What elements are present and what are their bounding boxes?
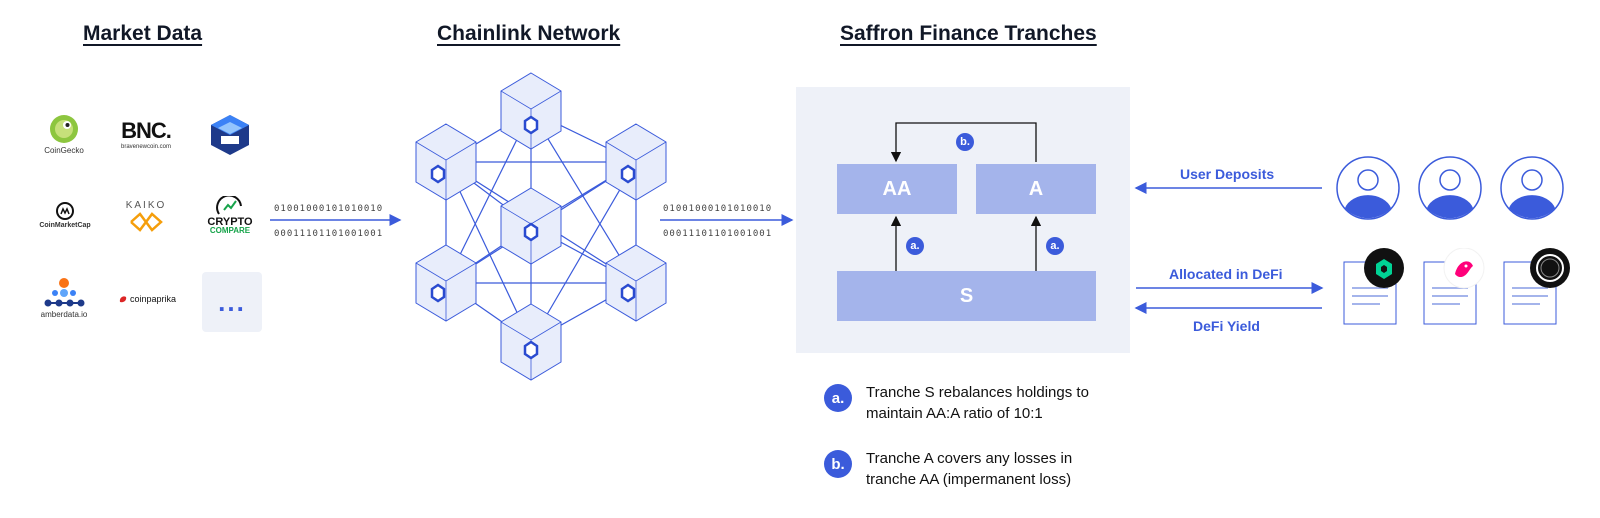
network-node-center	[500, 187, 562, 265]
network-node-upper-right	[605, 123, 667, 201]
bravenewcoin-logo: BNC. bravenewcoin.com	[114, 118, 178, 150]
market-data-heading: Market Data	[83, 22, 203, 45]
tranche-aa-box: AA	[837, 164, 957, 214]
binary-stream-left-2: 00011101101001001	[274, 229, 384, 239]
more-sources-ellipsis: ...	[218, 286, 246, 317]
network-node-lower-right	[605, 244, 667, 322]
coinpaprika-logo: coinpaprika	[110, 294, 184, 304]
defi-protocols-group	[1343, 248, 1570, 325]
chainlink-icon	[620, 164, 636, 184]
arrow-a-covers-aa	[890, 122, 1037, 163]
note-a-badge: a.	[824, 384, 852, 412]
coinpaprika-label: coinpaprika	[129, 294, 177, 304]
bnc-sub: bravenewcoin.com	[120, 144, 172, 150]
amberdata-logo: amberdata.io	[34, 278, 94, 319]
tranche-a-box: A	[976, 164, 1096, 214]
saffron-tranches-heading: Saffron Finance Tranches	[840, 22, 1097, 45]
paprika-icon	[119, 296, 127, 303]
user-avatar-icon	[1336, 156, 1400, 220]
cryptocompare-icon	[216, 196, 242, 215]
coingecko-label: CoinGecko	[44, 146, 84, 155]
cube-brand-icon	[211, 115, 249, 155]
chainlink-icon	[620, 283, 636, 303]
chainlink-icon	[523, 115, 539, 135]
note-b-badge: b.	[824, 450, 852, 478]
coinmarketcap-logo: CoinMarketCap	[30, 202, 100, 229]
tranche-panel: b. AA A a. a. S	[796, 87, 1130, 353]
curve-logo-icon	[1530, 248, 1570, 288]
coinmarketcap-icon	[56, 202, 74, 220]
chainlink-icon	[523, 222, 539, 242]
amberdata-label: amberdata.io	[40, 310, 88, 319]
user-avatar-icon	[1418, 156, 1482, 220]
defi-yield-label: DeFi Yield	[1193, 318, 1260, 334]
coinmarketcap-label: CoinMarketCap	[39, 222, 91, 229]
binary-stream-right-2: 00011101101001001	[663, 229, 773, 239]
users-group	[1336, 156, 1564, 220]
user-deposits-label: User Deposits	[1180, 166, 1275, 182]
exchange-cube-logo	[208, 114, 252, 156]
chainlink-network-heading: Chainlink Network	[437, 22, 621, 45]
badge-b-top: b.	[956, 133, 974, 151]
network-node-upper-left	[415, 123, 477, 201]
network-node-lower-left	[415, 244, 477, 322]
chainlink-icon	[430, 283, 446, 303]
more-sources-box: ...	[202, 272, 262, 332]
badge-a-left: a.	[906, 237, 924, 255]
cryptocompare-label-2: COMPARE	[209, 226, 251, 235]
network-node-top	[500, 72, 562, 150]
amberdata-icon	[44, 278, 85, 307]
note-a: a. Tranche S rebalances holdings to main…	[824, 382, 1126, 424]
binary-stream-left-1: 01001000101010010	[274, 204, 384, 214]
note-a-text: Tranche S rebalances holdings to maintai…	[866, 384, 1089, 422]
kaiko-logo: KAIKO	[120, 200, 172, 233]
note-b-text: Tranche A covers any losses in tranche A…	[866, 450, 1073, 488]
chainlink-icon	[523, 340, 539, 360]
chainlink-icon	[430, 164, 446, 184]
uniswap-logo-icon	[1443, 248, 1485, 289]
bnc-mark: BNC.	[121, 118, 172, 143]
compound-logo-icon	[1364, 248, 1404, 288]
tranche-s-box: S	[837, 271, 1096, 321]
kaiko-label: KAIKO	[125, 200, 167, 211]
network-node-bottom	[500, 303, 562, 381]
user-avatar-icon	[1500, 156, 1564, 220]
allocated-defi-label: Allocated in DeFi	[1169, 266, 1283, 282]
coingecko-icon	[50, 115, 78, 143]
kaiko-icon	[130, 212, 163, 232]
note-b: b. Tranche A covers any losses in tranch…	[824, 448, 1126, 490]
coingecko-logo: CoinGecko	[36, 114, 92, 155]
cryptocompare-label-1: CRYPTO	[207, 216, 253, 228]
binary-stream-right-1: 01001000101010010	[663, 204, 773, 214]
badge-a-right: a.	[1046, 237, 1064, 255]
cryptocompare-logo: CRYPTO COMPARE	[202, 196, 258, 235]
tranche-arrows	[890, 122, 1042, 272]
